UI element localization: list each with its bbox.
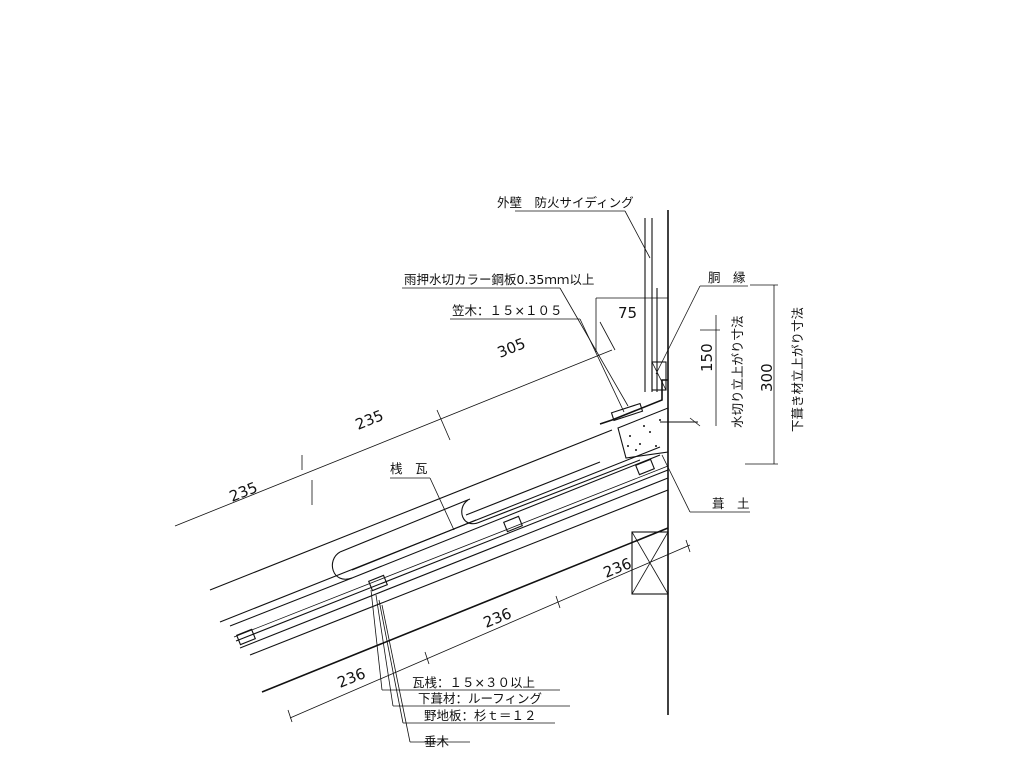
leader-lines: [370, 210, 750, 743]
note-underlay-height: 下葺き材立上がり寸法: [790, 307, 805, 432]
dim-236-c: 236: [601, 554, 634, 581]
dim-300: 300: [758, 363, 776, 392]
wall-plate-block: [631, 531, 669, 595]
label-underlay: 下葺材：ルーフィング: [418, 691, 542, 706]
roof-tiles: [229, 454, 661, 627]
label-exterior-wall: 外壁 防火サイディング: [497, 195, 634, 210]
dim-305: 305: [495, 334, 528, 361]
label-sheathing: 野地板：杉ｔ＝１２: [424, 708, 537, 723]
note-flashing-height: 水切り立上がり寸法: [730, 315, 745, 428]
label-batten: 瓦桟：１５×３０以上: [412, 675, 535, 690]
dimension-lines: [174, 284, 778, 723]
dim-236-a: 236: [335, 664, 368, 691]
mortar-fill: [617, 407, 669, 459]
label-tile: 桟 瓦: [390, 461, 428, 476]
dim-236-b: 236: [481, 604, 514, 631]
label-rafter: 垂木: [424, 734, 450, 749]
label-mortar: 葺 土: [712, 496, 750, 511]
label-rain-flashing: 雨押水切カラー鋼板0.35ｍｍ以上: [404, 272, 594, 287]
tile-battens: [235, 458, 656, 646]
label-furring: 胴 縁: [708, 270, 746, 285]
dim-235-upper: 235: [353, 406, 386, 433]
roof-layers: [209, 429, 669, 693]
label-kasagi: 笠木：１５×１０５: [452, 303, 562, 318]
dim-150: 150: [698, 343, 716, 372]
dim-235-lower: 235: [227, 478, 260, 505]
flashing: [599, 379, 701, 427]
dim-75: 75: [618, 304, 637, 322]
exterior-wall: [644, 210, 669, 715]
